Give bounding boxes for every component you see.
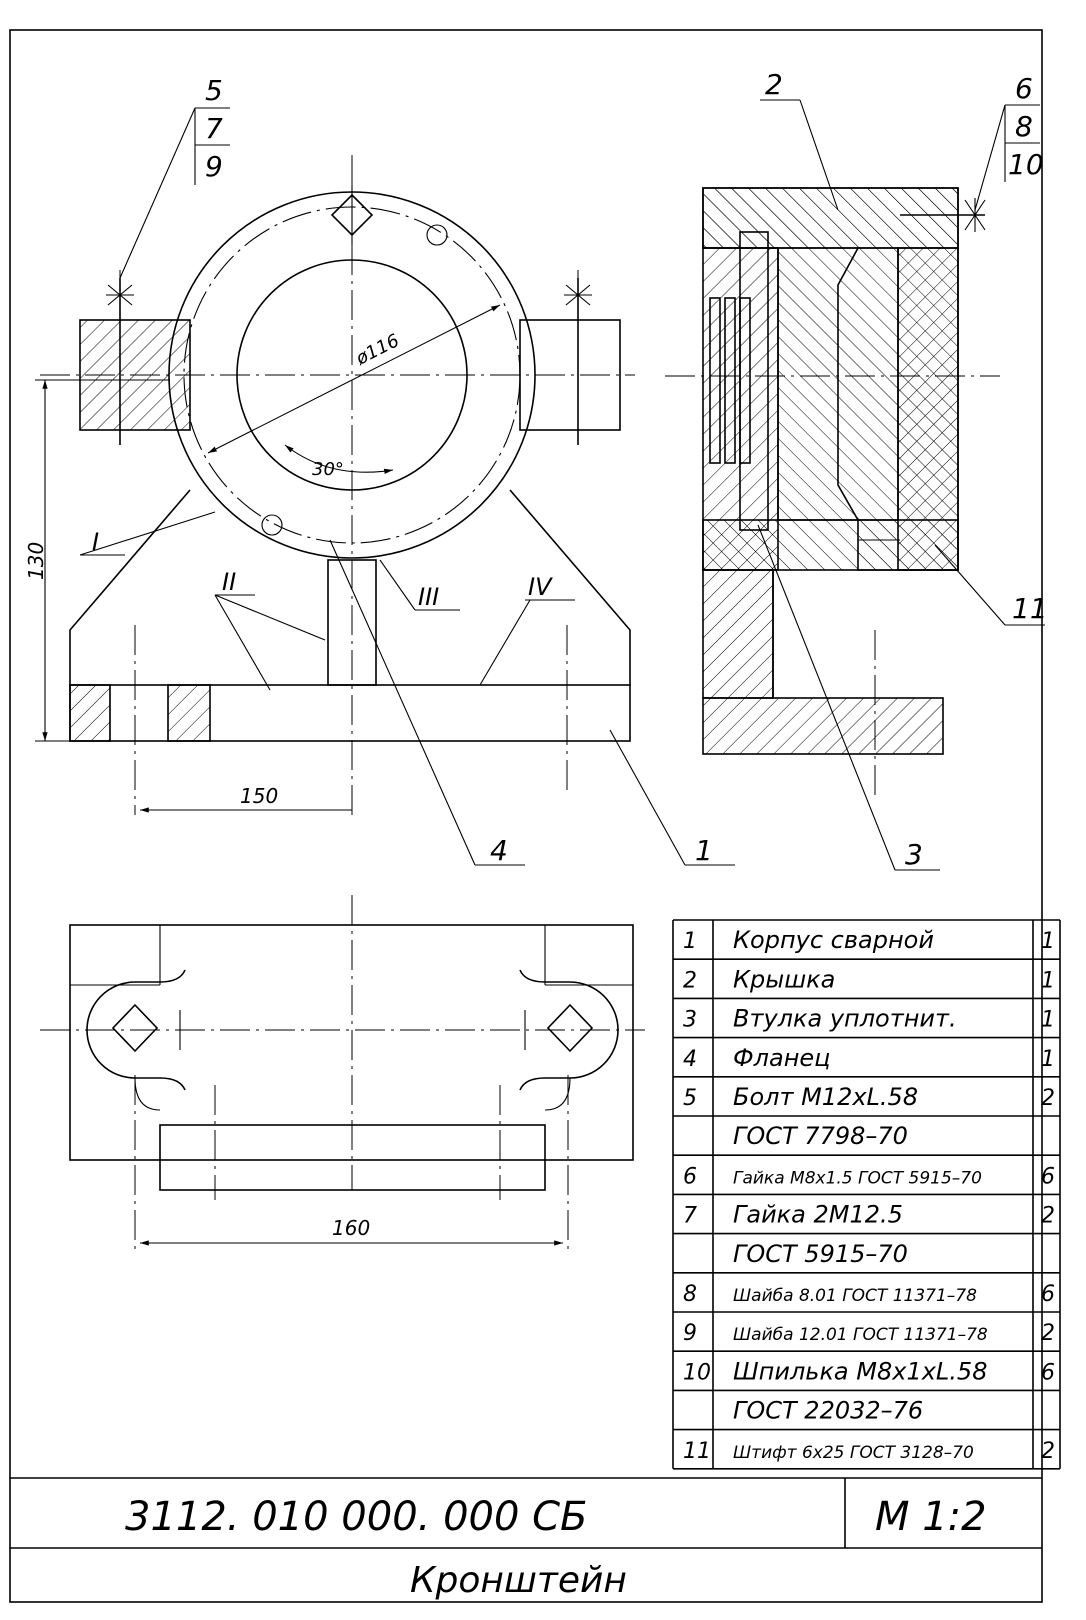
spec-qty: 6	[1041, 1360, 1055, 1385]
drawing-name: Кронштейн	[410, 1560, 627, 1601]
front-view: ø116 30° 130 150 5 7 9 I II III IV	[24, 74, 735, 867]
spec-name: Шпилька М8х1хL.58	[733, 1357, 987, 1385]
spec-pos: 11	[683, 1439, 711, 1464]
spec-pos: 8	[683, 1282, 697, 1307]
spec-name: Болт М12хL.58	[733, 1083, 918, 1111]
balloon-10: 10	[1008, 148, 1044, 181]
spec-name: ГОСТ 7798–70	[733, 1122, 908, 1150]
balloon-3: 3	[905, 838, 923, 871]
spec-name: Фланец	[733, 1044, 831, 1072]
angle-dimension: 30°	[312, 459, 344, 480]
spec-name: Гайка М8х1.5 ГОСТ 5915–70	[733, 1168, 982, 1188]
spec-qty: 6	[1041, 1282, 1055, 1307]
weld-label-II: II	[222, 568, 236, 596]
spec-qty: 2	[1041, 1086, 1055, 1111]
spec-qty: 1	[1041, 968, 1055, 993]
drawing-scale: М 1:2	[875, 1494, 987, 1540]
balloon-8: 8	[1015, 110, 1033, 143]
spec-name: Втулка уплотнит.	[733, 1005, 957, 1033]
balloon-5: 5	[205, 74, 223, 107]
spec-pos: 10	[683, 1360, 711, 1385]
balloon-1: 1	[695, 834, 713, 867]
top-view: 160	[40, 895, 645, 1255]
spec-name: Гайка 2М12.5	[733, 1201, 903, 1229]
spec-qty: 1	[1041, 1047, 1055, 1072]
spec-name: ГОСТ 5915–70	[733, 1240, 908, 1268]
spec-qty: 2	[1041, 1439, 1055, 1464]
spec-pos: 2	[683, 968, 697, 993]
spec-name: Шайба 8.01 ГОСТ 11371–78	[733, 1286, 977, 1306]
spec-name: Корпус сварной	[733, 926, 934, 954]
spec-name: Крышка	[733, 965, 835, 993]
span-dimension: 160	[332, 1216, 370, 1240]
spec-qty: 1	[1041, 1008, 1055, 1033]
spec-name: Шайба 12.01 ГОСТ 11371–78	[733, 1325, 988, 1345]
drawing-designation: 3112. 010 000. 000 СБ	[125, 1494, 588, 1540]
spec-table: 1 Корпус сварной 1 2 Крышка 1 3 Втулка уплотнит…	[672, 919, 1061, 1470]
balloon-4: 4	[490, 834, 508, 867]
spec-pos: 4	[683, 1047, 697, 1072]
balloon-2: 2	[765, 68, 783, 101]
side-view: 2 6 8 10 11 3	[665, 68, 1048, 871]
weld-label-III: III	[418, 583, 439, 611]
spec-pos: 9	[683, 1321, 697, 1346]
height-dimension: 130	[24, 542, 48, 580]
balloon-9: 9	[205, 150, 223, 183]
title-block: 3112. 010 000. 000 СБ М 1:2 Кронштейн	[10, 1477, 1042, 1601]
spec-qty: 6	[1041, 1164, 1055, 1189]
spec-name: ГОСТ 22032–76	[733, 1397, 923, 1425]
sheet-frame	[9, 29, 1043, 1603]
half-span-dimension: 150	[240, 784, 278, 808]
balloon-11: 11	[1012, 592, 1048, 625]
diameter-dimension: ø116	[352, 330, 403, 370]
spec-qty: 1	[1041, 929, 1055, 954]
spec-pos: 1	[683, 929, 697, 954]
spec-pos: 6	[683, 1164, 697, 1189]
balloon-7: 7	[205, 112, 223, 145]
spec-pos: 3	[683, 1008, 697, 1033]
spec-pos: 7	[683, 1204, 697, 1229]
spec-qty: 2	[1041, 1321, 1055, 1346]
spec-pos: 5	[683, 1086, 697, 1111]
balloon-6: 6	[1015, 72, 1033, 105]
weld-label-IV: IV	[528, 573, 553, 601]
spec-name: Штифт 6х25 ГОСТ 3128–70	[733, 1443, 974, 1463]
weld-label-I: I	[92, 528, 99, 556]
spec-qty: 2	[1041, 1204, 1055, 1229]
